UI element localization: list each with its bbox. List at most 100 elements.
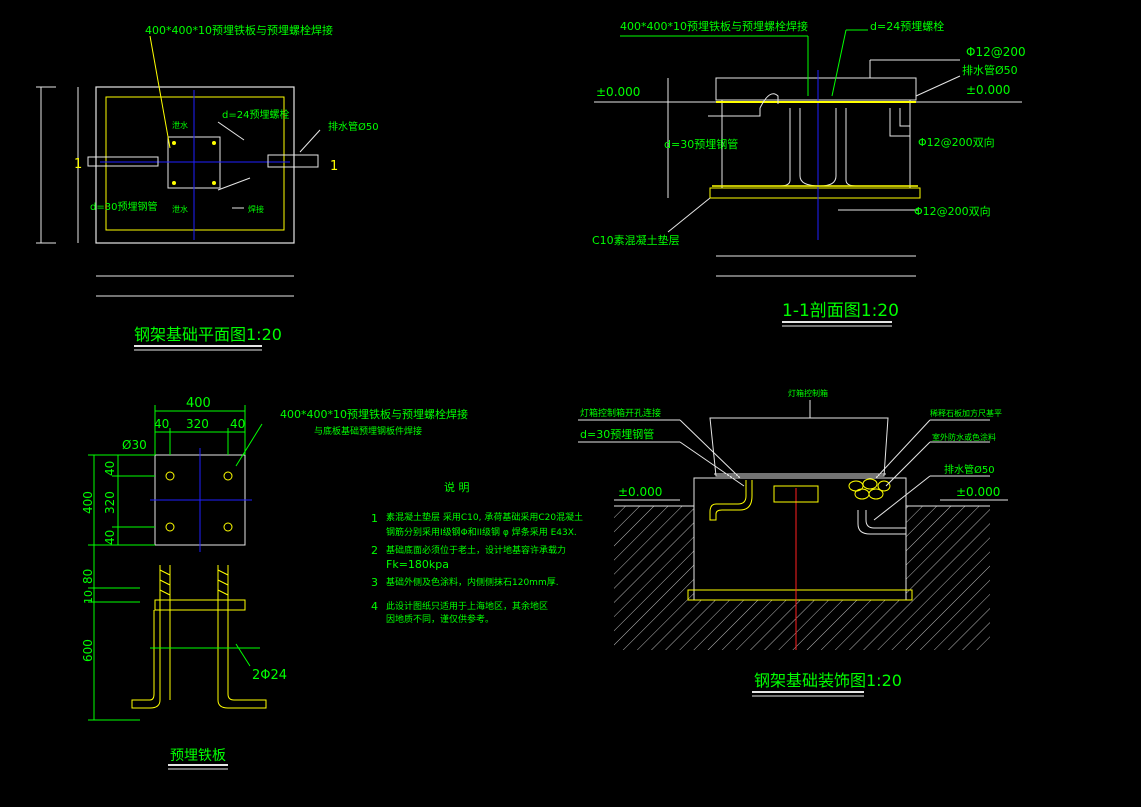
- plate-note-line2: 与底板基础预埋钢板件焊接: [314, 425, 422, 437]
- plate-anchor-right: [217, 565, 267, 709]
- plate-leader: [235, 643, 251, 667]
- detail-ground-hatch-left: [614, 506, 694, 650]
- plan-bolt: [212, 141, 216, 145]
- note-line: 钢筋分别采用I级钢Φ和II级钢 φ 焊条采用 E43X.: [386, 526, 577, 538]
- plan-title: 钢架基础平面图1:20: [134, 325, 282, 344]
- detail-drain: [857, 510, 906, 535]
- plate-hole-label: Ø30: [122, 438, 147, 452]
- section-pipe-left: [708, 108, 761, 117]
- note-num: 3: [371, 576, 378, 589]
- plate-leader: [235, 423, 263, 467]
- plate-hole: [223, 522, 233, 532]
- plate-dim-400: 400: [186, 396, 211, 411]
- plan-leader: [217, 177, 251, 191]
- section-title: 1-1剖面图1:20: [782, 301, 899, 321]
- section-plate-label: 400*400*10预埋铁板与预埋螺栓焊接: [620, 19, 808, 33]
- detail-box: [709, 417, 889, 477]
- detail-leader: [885, 441, 931, 487]
- plate-vdim-80: 80: [81, 569, 95, 584]
- plate-hole: [165, 471, 175, 481]
- detail-pit: [693, 477, 907, 601]
- note-line: 因地质不同，谨仅供参考。: [386, 613, 494, 625]
- detail-top-label: 灯箱控制箱: [788, 388, 828, 398]
- plate-vdim-320: 320: [103, 491, 117, 514]
- plate-dim-320: 320: [186, 417, 209, 431]
- plan-bolt: [212, 181, 216, 185]
- note-line: 此设计图纸只适用于上海地区，其余地区: [386, 600, 548, 612]
- notes-block: 说 明 1 素混凝土垫层 采用C10, 承荷基础采用C20混凝土 钢筋分别采用I…: [371, 480, 583, 625]
- plan-outer-rect: [95, 86, 295, 244]
- plate-vdim-40b: 40: [103, 530, 117, 545]
- section-rebar-top: Φ12@200: [966, 45, 1026, 59]
- detail-left-label: d=30预埋钢管: [580, 427, 654, 441]
- plate-title: 预埋铁板: [170, 748, 226, 764]
- section-tube-label: d=30预埋钢管: [664, 137, 738, 151]
- plate-vdim-400: 400: [81, 491, 95, 514]
- plan-bolt: [172, 181, 176, 185]
- section-hook: [759, 93, 779, 109]
- plate-hole: [165, 522, 175, 532]
- plan-leader: [217, 121, 245, 141]
- plan-weld-label: 焊接: [248, 204, 264, 214]
- note-num: 4: [371, 600, 378, 613]
- plate-anchor-thread: [159, 569, 229, 596]
- detail-right-label: 稀释石板加方尺基平: [930, 408, 1002, 418]
- plan-strip-label: d=30预埋钢管: [90, 200, 157, 213]
- note-line: 基础底面必须位于老土，设计地基容许承载力: [386, 544, 566, 556]
- plate-hole: [223, 471, 233, 481]
- detail-base: [687, 589, 913, 601]
- detail-leader: [875, 419, 931, 479]
- detail-leader: [679, 419, 741, 479]
- section-slab: [715, 77, 917, 101]
- plan-plate-label: 400*400*10预埋铁板与预埋螺栓焊接: [145, 23, 333, 37]
- plate-dim-40a: 40: [154, 417, 169, 431]
- section-pipe-label: 排水管Ø50: [962, 63, 1018, 77]
- plate-bolt-label: 2Φ24: [252, 668, 287, 683]
- plan-pipe-right: [267, 154, 319, 168]
- section-rebar-bottom: Φ12@200双向: [914, 204, 991, 218]
- plate-note-line1: 400*400*10预埋铁板与预埋螺栓焊接: [280, 407, 468, 421]
- detail-leader: [873, 475, 931, 521]
- plan-drain-label: 泄水: [172, 120, 188, 130]
- detail-left-label: 灯箱控制箱开孔连接: [580, 407, 661, 419]
- plan-pipe-left: [87, 156, 159, 167]
- detail-title: 钢架基础装饰图1:20: [754, 671, 902, 690]
- plan-bolt-label: d=24预埋螺栓: [222, 108, 289, 121]
- detail-plate: [773, 485, 819, 503]
- note-num: 2: [371, 544, 378, 557]
- plan-inner-rect: [105, 96, 285, 231]
- plan-section-mark-right: 1: [330, 159, 338, 174]
- detail-leader: [679, 441, 745, 487]
- section-base: [709, 187, 921, 199]
- note-num: 1: [371, 512, 378, 525]
- section-bolt-label: d=24预埋螺栓: [870, 19, 944, 33]
- detail-ground-hatch-bottom: [694, 600, 906, 650]
- detail-right-label: 室外防水或色涂料: [932, 432, 996, 442]
- detail-level-right: ±0.000: [956, 485, 1000, 499]
- section-level-right: ±0.000: [966, 83, 1010, 97]
- plate-dim-40b: 40: [230, 417, 245, 431]
- section-leader: [915, 75, 961, 97]
- section-leader: [831, 29, 847, 97]
- plan-drain-label: 泄水: [172, 204, 188, 214]
- plan-view: 400*400*10预埋铁板与预埋螺栓焊接 d=24预埋螺栓 排水管Ø50 d=…: [36, 23, 379, 351]
- plate-anchor-left: [131, 565, 161, 709]
- section-rebar-mid: Φ12@200双向: [918, 135, 995, 149]
- plan-leader: [299, 129, 321, 153]
- section-bolt: [845, 108, 866, 187]
- notes-heading: 说 明: [444, 480, 470, 494]
- plate-vdim-600: 600: [81, 639, 95, 662]
- detail-stones: [848, 478, 891, 500]
- plan-bolt: [172, 141, 176, 145]
- plan-pipe-label: 排水管Ø50: [328, 120, 379, 133]
- section-level-left: ±0.000: [596, 85, 640, 99]
- plate-view: 400 40 320 40 Ø30 400*400*10预埋铁板与预埋螺栓焊接 …: [81, 396, 468, 770]
- note-line: 素混凝土垫层 采用C10, 承荷基础采用C20混凝土: [386, 511, 583, 523]
- detail-right-label: 排水管Ø50: [944, 463, 995, 476]
- section-pipe-right: [889, 108, 910, 137]
- detail-view: 灯箱控制箱 灯箱控制箱开孔连接 d=30预埋钢管 稀释石板加方尺基平 室外防水或…: [578, 388, 1008, 697]
- note-line: 基础外侧及色涂料，内侧侧抹石120mm厚.: [386, 576, 559, 588]
- plan-leader: [149, 35, 171, 149]
- section-leader: [667, 197, 711, 233]
